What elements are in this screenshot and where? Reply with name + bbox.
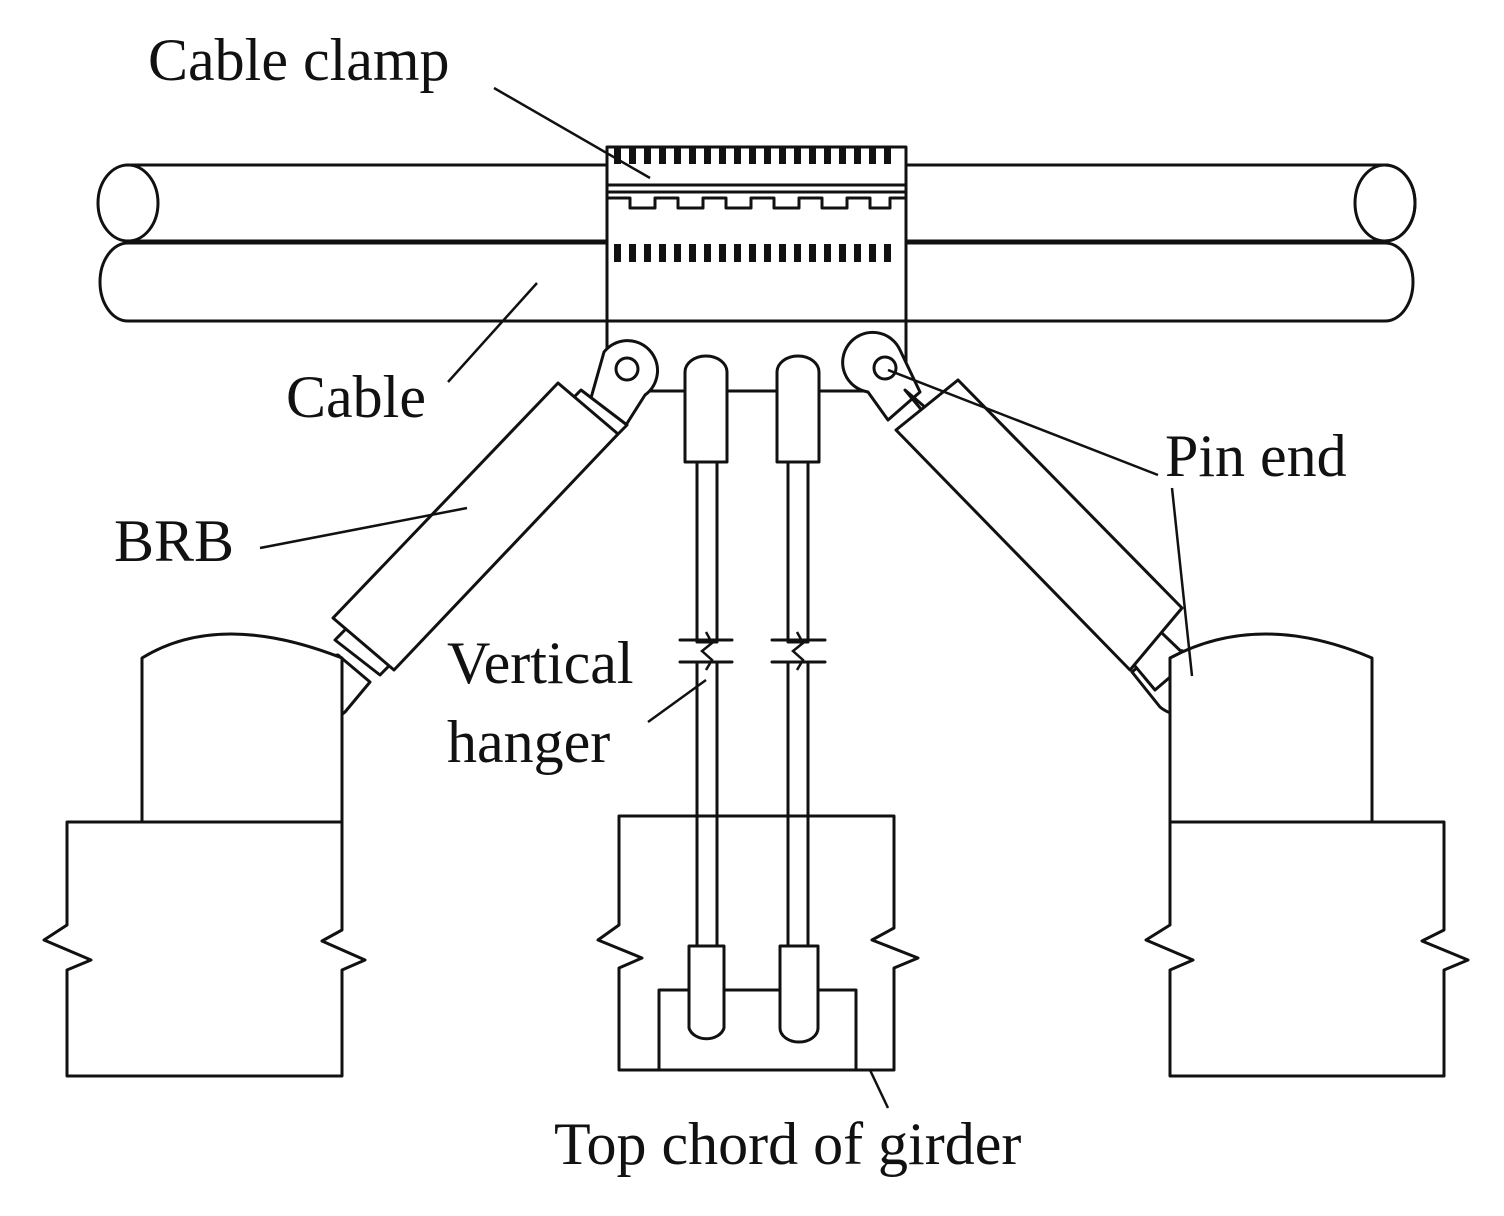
clamp-bolt bbox=[704, 146, 711, 164]
leader-pin-end-upper bbox=[887, 368, 1159, 477]
label-brb: BRB bbox=[114, 508, 234, 574]
leader-cable bbox=[447, 282, 538, 383]
clamp-bolt bbox=[629, 244, 636, 262]
clamp-bolt bbox=[884, 244, 891, 262]
clamp-bolt bbox=[839, 146, 846, 164]
clamp-bolt bbox=[659, 244, 666, 262]
clamp-bolt bbox=[869, 146, 876, 164]
hanger-anchors bbox=[687, 814, 820, 1044]
clamp-bolts-top bbox=[614, 146, 891, 164]
label-top-chord: Top chord of girder bbox=[554, 1111, 1021, 1177]
label-pin-end: Pin end bbox=[1165, 423, 1347, 489]
clamp-bolt bbox=[749, 244, 756, 262]
leader-brb bbox=[259, 506, 468, 550]
clamp-bolt bbox=[614, 244, 621, 262]
girder-left bbox=[42, 632, 367, 1078]
clamp-bolt bbox=[809, 244, 816, 262]
clamp-bolt bbox=[779, 146, 786, 164]
clamp-bolt bbox=[824, 244, 831, 262]
clamp-bolt bbox=[764, 244, 771, 262]
clamp-bolt bbox=[644, 146, 651, 164]
clamp-bolt bbox=[614, 146, 621, 164]
label-cable: Cable bbox=[286, 364, 426, 430]
leader-vertical-hanger bbox=[647, 678, 707, 724]
clamp-bolt bbox=[719, 244, 726, 262]
leader-top-chord bbox=[868, 1069, 890, 1109]
girder-right bbox=[1144, 632, 1470, 1078]
clamp-bolt bbox=[794, 146, 801, 164]
leader-lines bbox=[259, 86, 1194, 1109]
leader-pin-end-lower bbox=[1170, 487, 1194, 677]
clamp-bolt bbox=[839, 244, 846, 262]
clamp-bolt bbox=[734, 146, 741, 164]
clamp-bolt bbox=[884, 146, 891, 164]
clamp-bolt bbox=[674, 244, 681, 262]
clamp-bolt bbox=[779, 244, 786, 262]
clamp-bolt bbox=[734, 244, 741, 262]
clamp-bolt bbox=[689, 146, 696, 164]
clamp-bolt bbox=[629, 146, 636, 164]
clamp-bolt bbox=[689, 244, 696, 262]
clamp-bolt bbox=[869, 244, 876, 262]
clamp-bolt bbox=[854, 146, 861, 164]
leader-cable-clamp bbox=[493, 86, 651, 180]
clamp-bolt bbox=[644, 244, 651, 262]
clamp-bolt bbox=[674, 146, 681, 164]
brb-right bbox=[841, 330, 1216, 717]
clamp-bolt bbox=[764, 146, 771, 164]
clamp-bolt bbox=[854, 244, 861, 262]
label-vertical-hanger-line2: hanger bbox=[447, 709, 610, 775]
clamp-bolt bbox=[719, 146, 726, 164]
clamp-bolt bbox=[659, 146, 666, 164]
clamp-bolt bbox=[749, 146, 756, 164]
label-cable-clamp: Cable clamp bbox=[148, 27, 450, 93]
girder-center bbox=[596, 814, 920, 1072]
clamp-bolt bbox=[809, 146, 816, 164]
label-vertical-hanger-line1: Vertical bbox=[447, 630, 634, 696]
brb-left bbox=[286, 339, 659, 722]
clamp-bolt bbox=[704, 244, 711, 262]
clamp-bolt bbox=[794, 244, 801, 262]
clamp-bolt bbox=[824, 146, 831, 164]
clamp-bolts-bottom bbox=[614, 244, 891, 262]
